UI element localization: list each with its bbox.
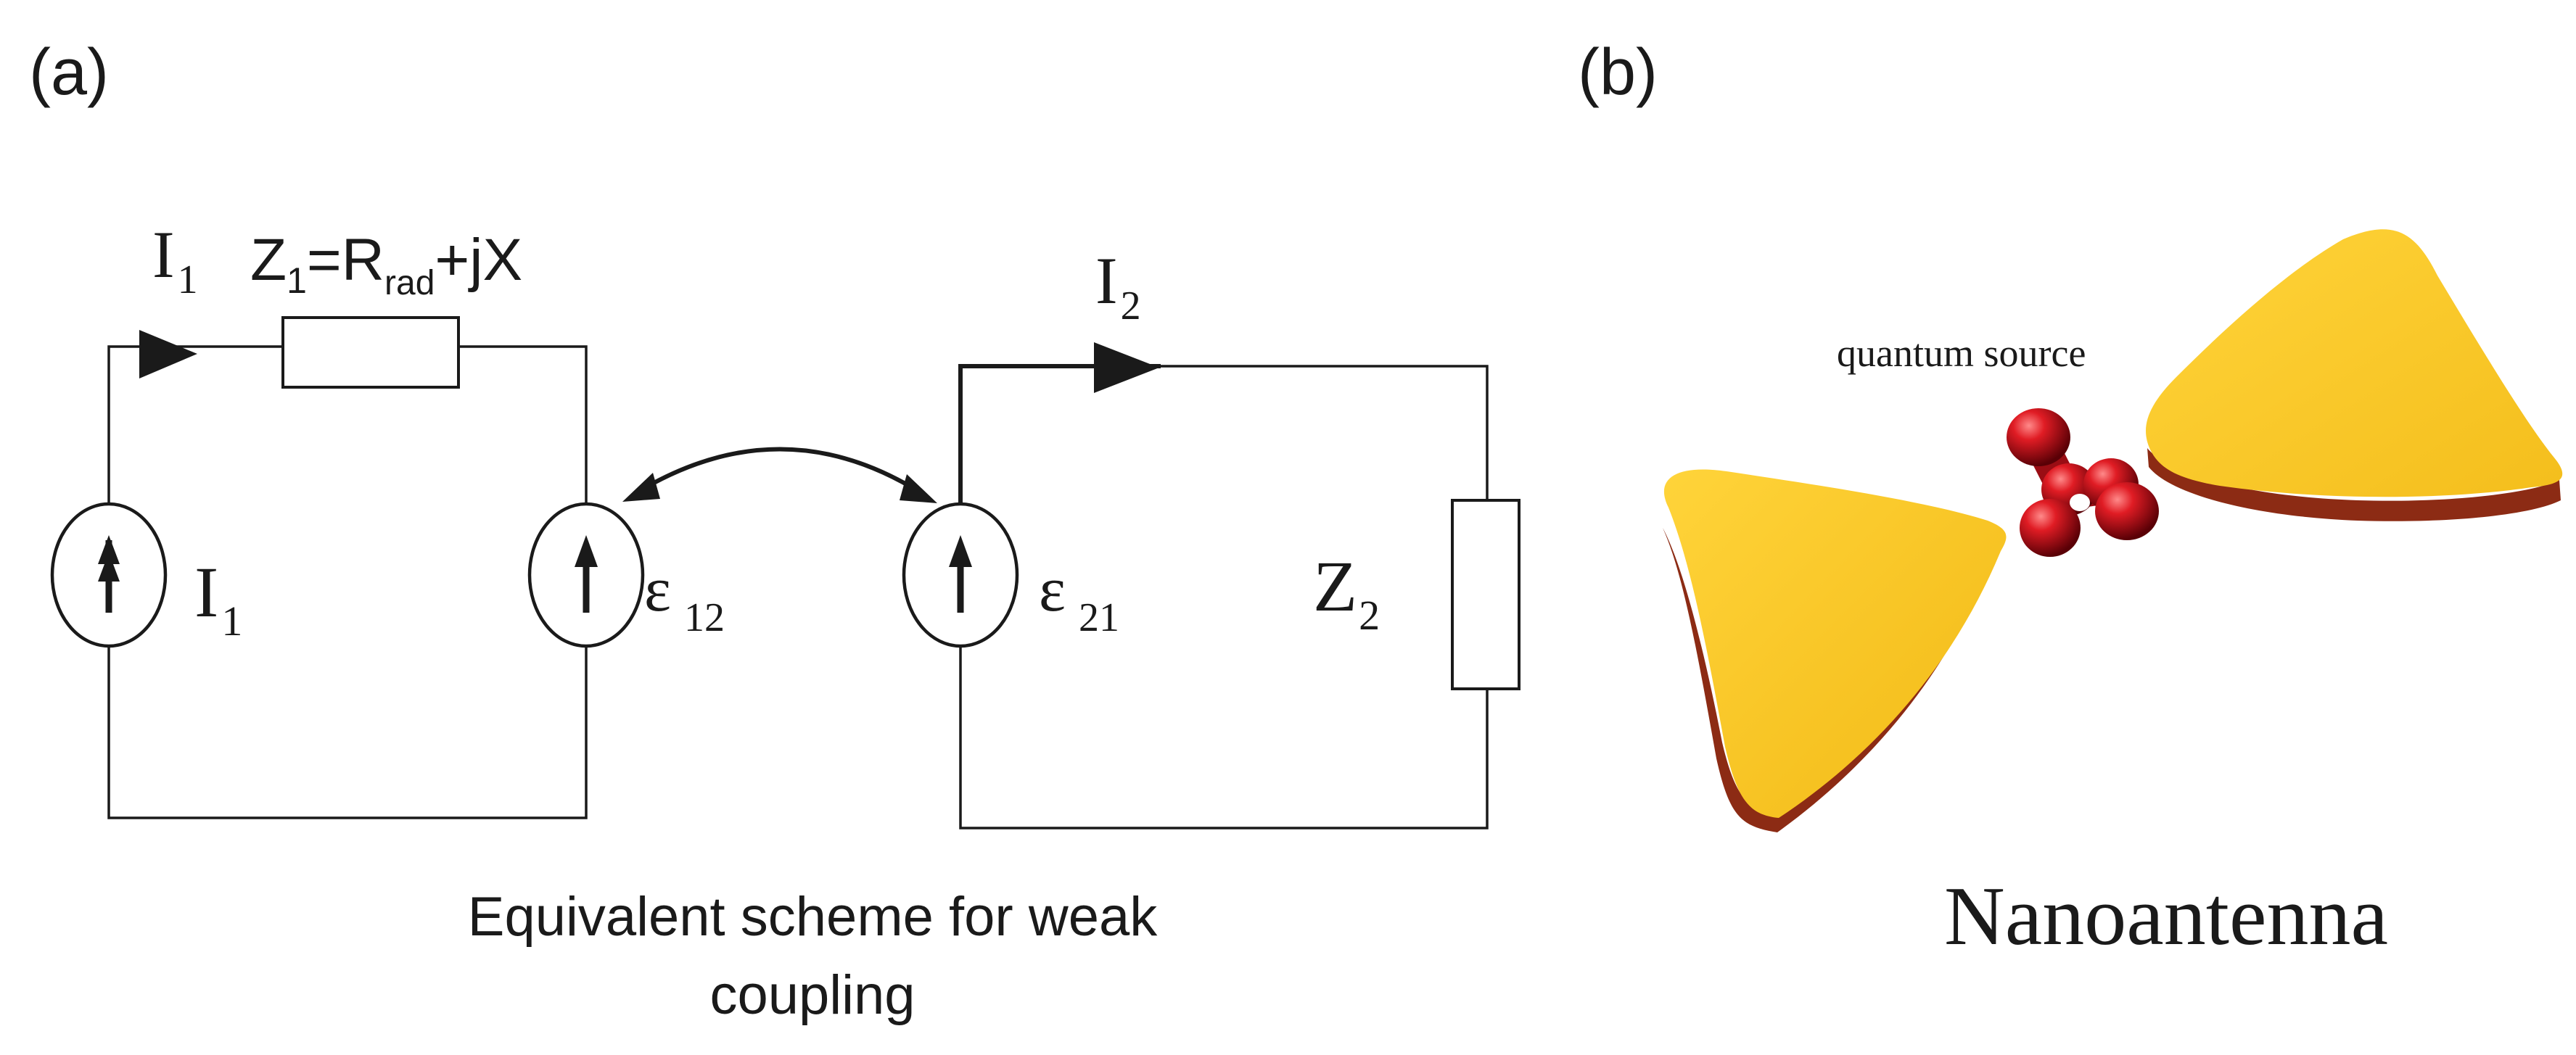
panel-b: (b) quantum source Nanoantenna [1578,36,2563,963]
nanoantenna-left-arm [1663,469,2007,832]
circuit-2-wire [959,365,1489,829]
gold-top-right [2146,229,2563,497]
panel-a-label: (a) [29,36,109,109]
coupling-arrowhead-right [900,474,937,503]
load-z2-box [1451,499,1521,690]
current-label-i2: I2 [1095,244,1141,328]
molecule-hole [2070,494,2090,511]
coupling-arrowhead-left [622,473,660,502]
gold-top-left [1663,469,2007,818]
quantum-source-label: quantum source [1837,331,2086,375]
nanoantenna-right-arm [2146,229,2563,521]
impedance-z1-box [281,316,460,389]
emf-source-e12 [527,502,645,648]
gold-side-right [2147,448,2561,521]
caption-line-2: coupling [709,964,915,1026]
caption-line-1: Equivalent scheme for weak [468,886,1158,948]
source-label-i1: I1 [194,552,242,645]
quantum-source-molecule [2007,408,2159,557]
molecule-atom [2095,482,2159,540]
molecule-atom [2020,499,2081,557]
circuit-2-wire-thick [958,364,1161,504]
molecule-atom [2007,408,2070,466]
current-arrow-i1 [139,330,197,378]
coupling-arrow [622,447,937,503]
current-arrow-i2 [1094,342,1159,393]
nanoantenna-title: Nanoantenna [1944,870,2388,963]
coupling-curve [637,447,923,495]
impedance-z1-label: Z1=Rrad+jX [250,227,522,302]
load-label-z2: Z2 [1313,546,1380,639]
emf-source-e21 [902,502,1019,648]
circuit-1-wire [107,345,588,819]
current-label-i1: I1 [152,218,198,302]
current-source-i1 [50,502,168,648]
panel-a: (a) I1 Z1=Rrad+jX I [29,36,1521,1026]
panel-b-label: (b) [1578,36,1658,109]
